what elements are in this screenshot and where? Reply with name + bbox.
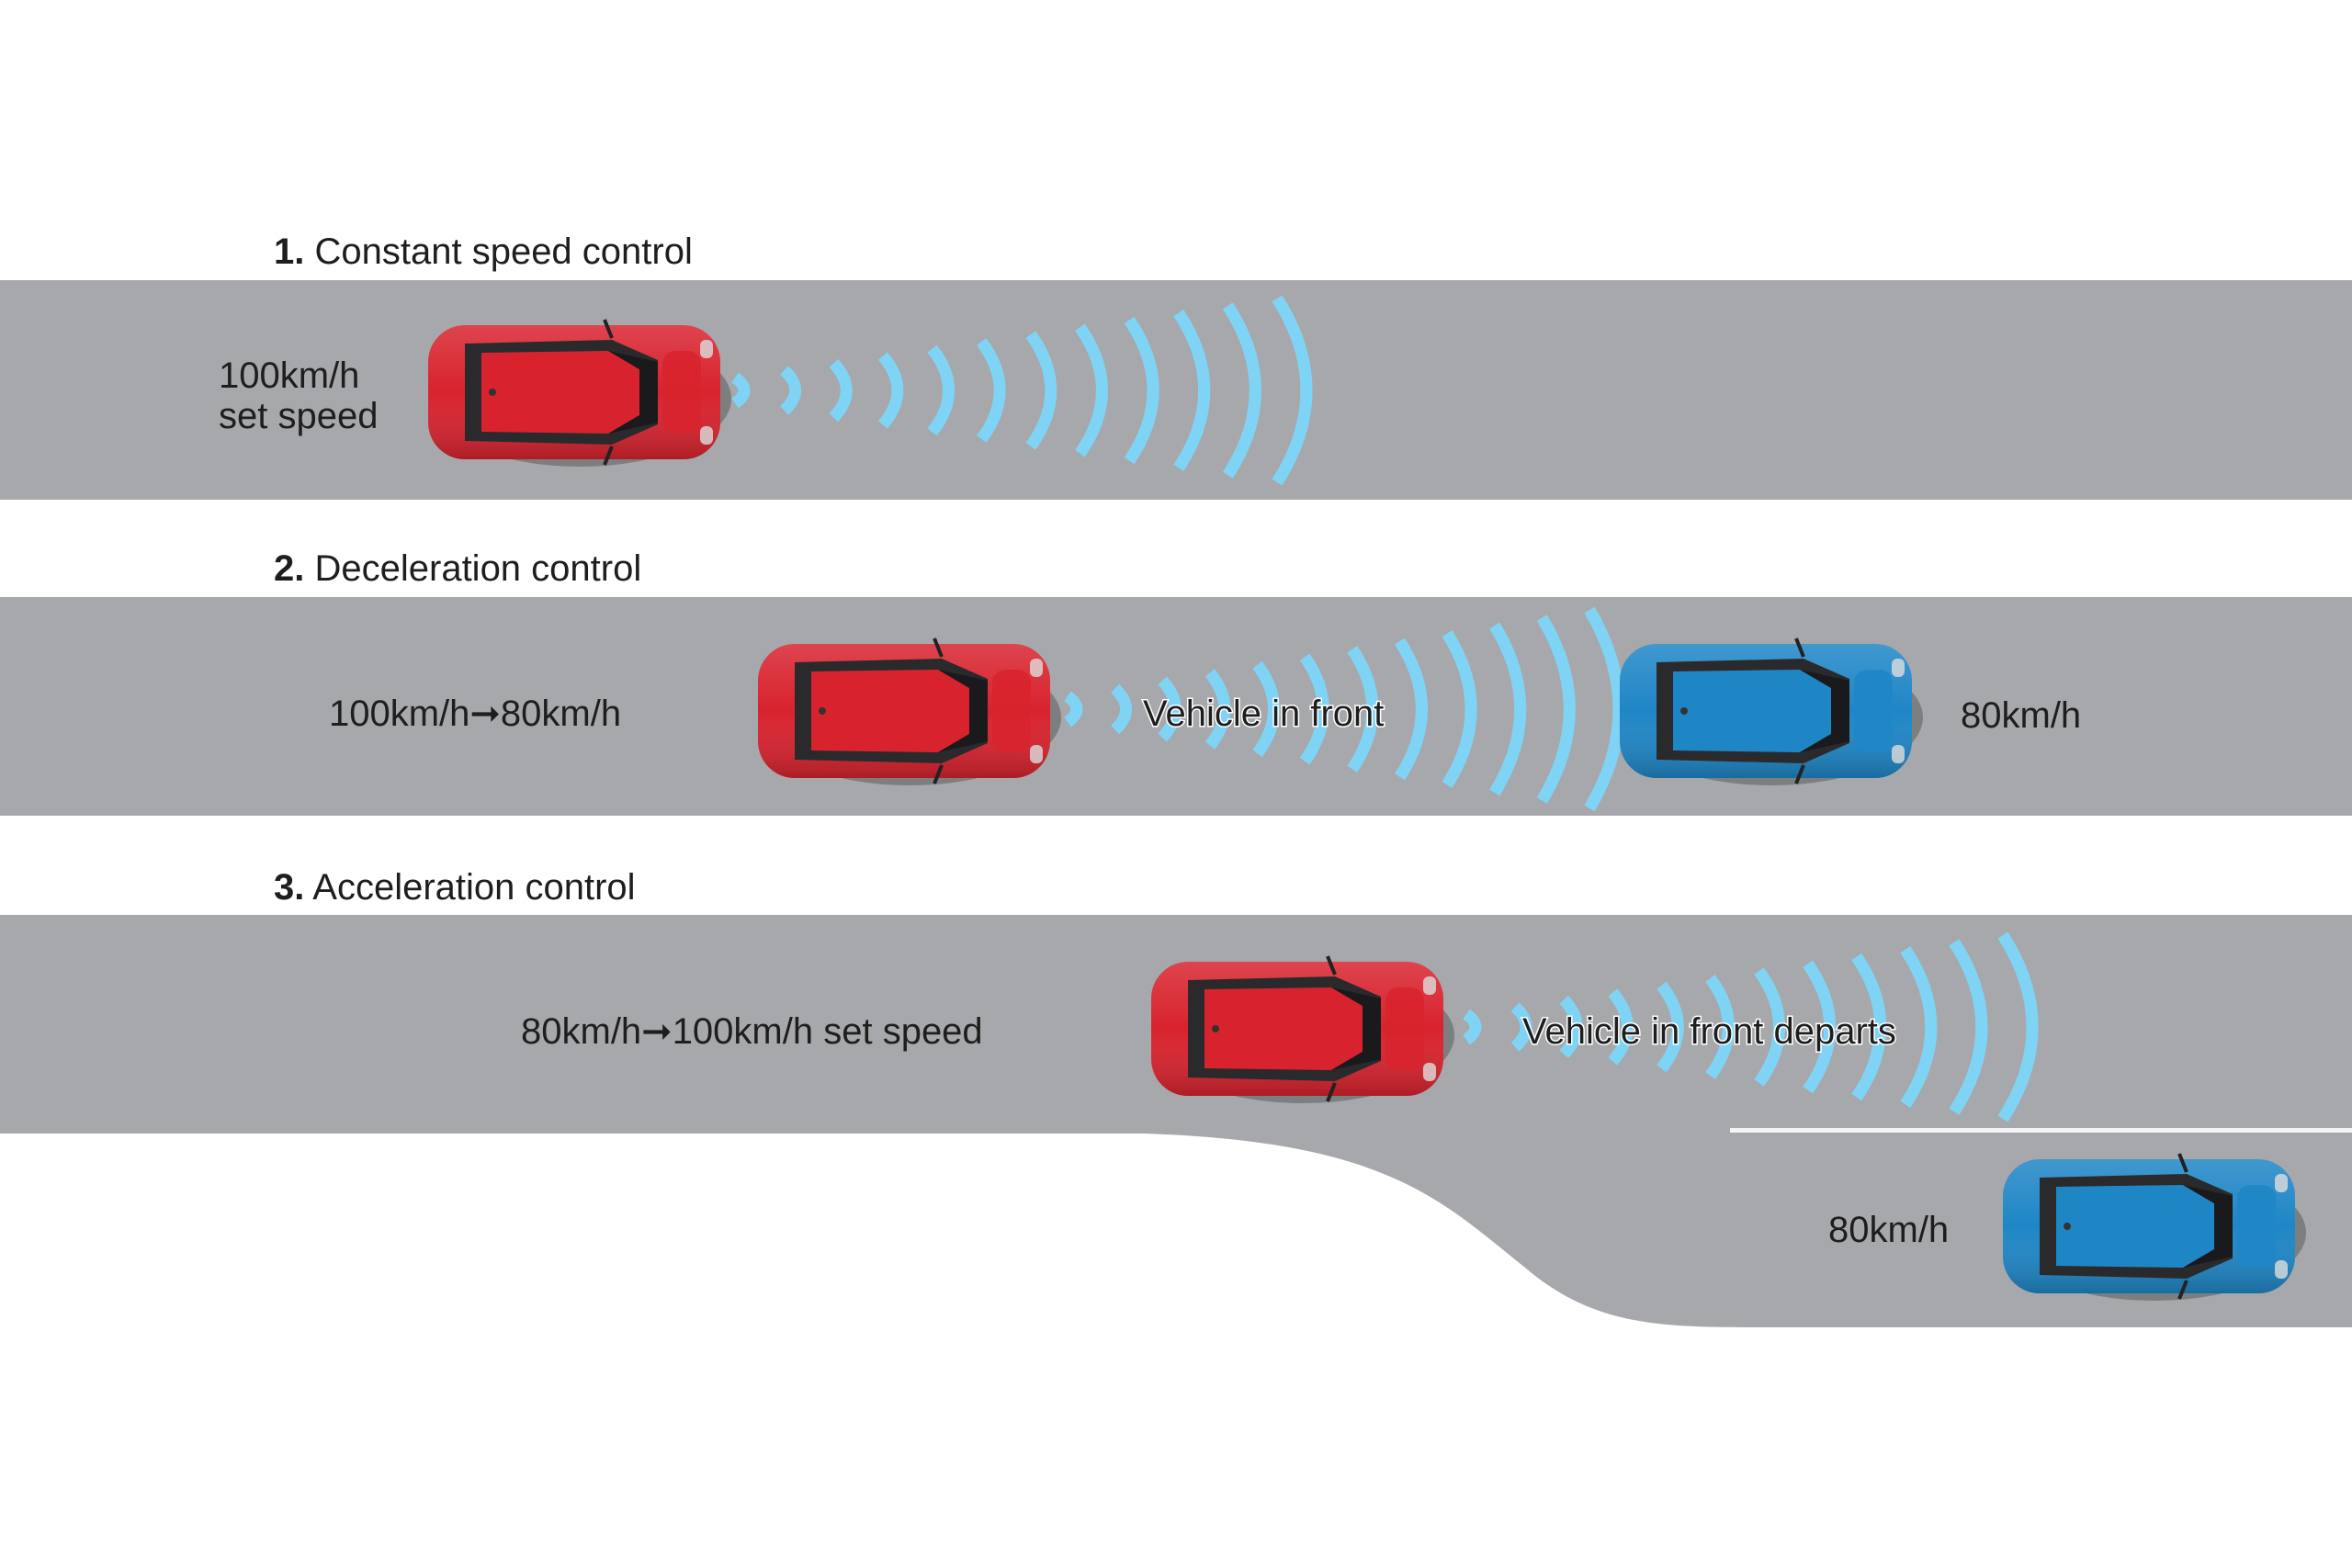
radar-wave-arc-section-3 xyxy=(1510,1002,1532,1052)
section-3-wave-label: Vehicle in front departs xyxy=(1522,1011,1896,1052)
lane-divider-line xyxy=(1730,1128,2352,1133)
section-1-title: 1. Constant speed control xyxy=(274,231,693,272)
radar-wave-arc-section-2 xyxy=(1158,676,1182,742)
radar-wave-arc-section-3 xyxy=(1657,981,1684,1073)
radar-wave-arc-section-1 xyxy=(927,344,955,436)
radar-wave-arc-section-3 xyxy=(1462,1009,1482,1045)
radar-wave-arc-section-3 xyxy=(1559,995,1583,1059)
section-3-front-speed: 80km/h xyxy=(1828,1210,1949,1250)
radar-wave-arc-section-3 xyxy=(1997,931,2039,1122)
radar-wave-arc-section-1 xyxy=(1222,302,1261,479)
radar-wave-arc-section-2 xyxy=(1063,691,1083,728)
section-2-speed-label: 100km/h➞80km/h xyxy=(329,694,621,734)
red-car-section-1 xyxy=(426,318,733,468)
section-1-speed-line1: 100km/h xyxy=(219,355,359,396)
radar-wave-arc-section-1 xyxy=(779,366,802,415)
radar-wave-arc-section-2 xyxy=(1347,646,1379,773)
radar-wave-arc-section-1 xyxy=(1173,310,1211,471)
radar-waves xyxy=(730,295,2039,1122)
radar-wave-arc-section-3 xyxy=(1851,953,1887,1101)
section-2-front-speed: 80km/h xyxy=(1961,695,2081,736)
radar-wave-arc-section-2 xyxy=(1110,683,1133,735)
radar-wave-arc-section-1 xyxy=(1272,295,1313,486)
radar-wave-arc-section-1 xyxy=(829,358,853,423)
radar-wave-arc-section-1 xyxy=(877,352,904,429)
radar-wave-arc-section-1 xyxy=(1075,323,1108,457)
red-car-section-2 xyxy=(756,637,1063,787)
radar-wave-arc-section-2 xyxy=(1299,653,1329,765)
red-car-section-3 xyxy=(1149,954,1456,1105)
radar-wave-arc-section-3 xyxy=(1608,988,1634,1066)
radar-wave-arc-section-2 xyxy=(1442,630,1477,788)
radar-wave-arc-section-3 xyxy=(1900,946,1938,1108)
section-2-wave-label: Vehicle in front xyxy=(1143,694,1384,734)
blue-car-section-3 xyxy=(2001,1152,2308,1303)
radar-wave-arc-section-3 xyxy=(1803,960,1836,1094)
radar-wave-arc-section-3 xyxy=(1705,975,1735,1079)
radar-wave-arc-section-3 xyxy=(1754,967,1786,1087)
radar-wave-arc-section-2 xyxy=(1204,669,1231,750)
radar-wave-arc-section-2 xyxy=(1489,622,1527,796)
radar-wave-arc-section-1 xyxy=(730,372,751,409)
radar-wave-arc-section-3 xyxy=(1949,939,1988,1115)
radar-wave-arc-section-1 xyxy=(1025,331,1057,450)
section-2-title: 2. Deceleration control xyxy=(274,548,641,589)
radar-wave-arc-section-1 xyxy=(1124,316,1159,465)
section-3-speed-label: 80km/h➞100km/h set speed xyxy=(521,1011,983,1052)
radar-wave-arc-section-2 xyxy=(1584,606,1625,812)
blue-car-section-2 xyxy=(1618,637,1925,787)
radar-wave-arc-section-1 xyxy=(976,338,1006,443)
radar-wave-arc-section-2 xyxy=(1252,660,1280,758)
section-1-speed-line2: set speed xyxy=(219,396,378,436)
section-3-title: 3. Acceleration control xyxy=(274,867,636,908)
radar-wave-arc-section-2 xyxy=(1536,615,1576,804)
radar-wave-arc-section-2 xyxy=(1394,637,1428,781)
